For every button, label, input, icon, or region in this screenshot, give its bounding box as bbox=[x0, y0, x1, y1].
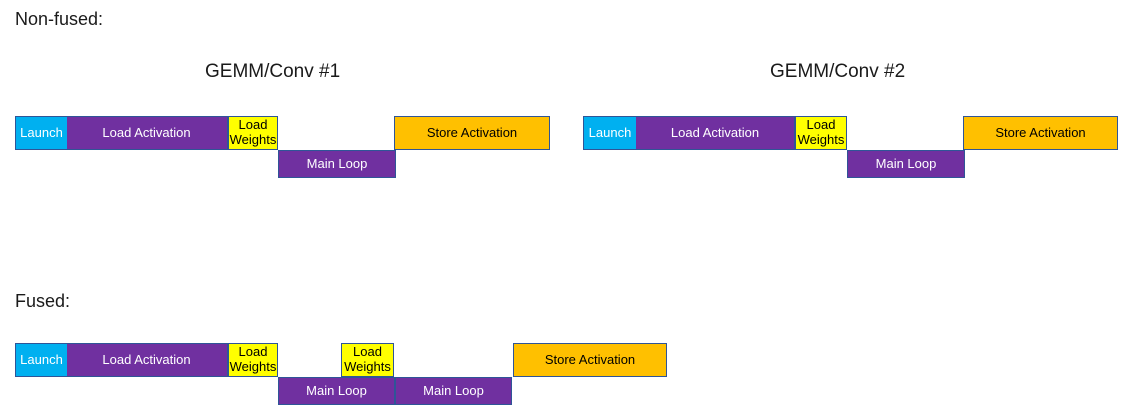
main-loop-block-fused-1: Main Loop bbox=[278, 377, 395, 405]
store-activation-block-1: Store Activation bbox=[394, 116, 550, 150]
store-activation-block-fused: Store Activation bbox=[513, 343, 667, 377]
main-loop-block-2: Main Loop bbox=[847, 150, 965, 178]
load-activation-block-fused: Load Activation bbox=[65, 343, 228, 377]
section-label-fused: Fused: bbox=[15, 291, 71, 311]
load-activation-block-1: Load Activation bbox=[65, 116, 228, 150]
launch-block-1: Launch bbox=[15, 116, 67, 150]
launch-block-fused: Launch bbox=[15, 343, 67, 377]
group-title-gemm-conv-2: GEMM/Conv #2 bbox=[770, 61, 906, 82]
group-title-gemm-conv-1: GEMM/Conv #1 bbox=[205, 61, 341, 82]
main-loop-block-1: Main Loop bbox=[278, 150, 396, 178]
load-weights-block-fused-1: Load Weights bbox=[228, 343, 278, 377]
launch-block-2: Launch bbox=[583, 116, 636, 150]
load-weights-block-fused-2: Load Weights bbox=[341, 343, 394, 377]
load-weights-block-2: Load Weights bbox=[795, 116, 847, 150]
main-loop-block-fused-2: Main Loop bbox=[395, 377, 512, 405]
store-activation-block-2: Store Activation bbox=[963, 116, 1118, 150]
section-label-non-fused: Non-fused: bbox=[15, 9, 104, 29]
load-weights-block-1: Load Weights bbox=[228, 116, 278, 150]
load-activation-block-2: Load Activation bbox=[635, 116, 795, 150]
